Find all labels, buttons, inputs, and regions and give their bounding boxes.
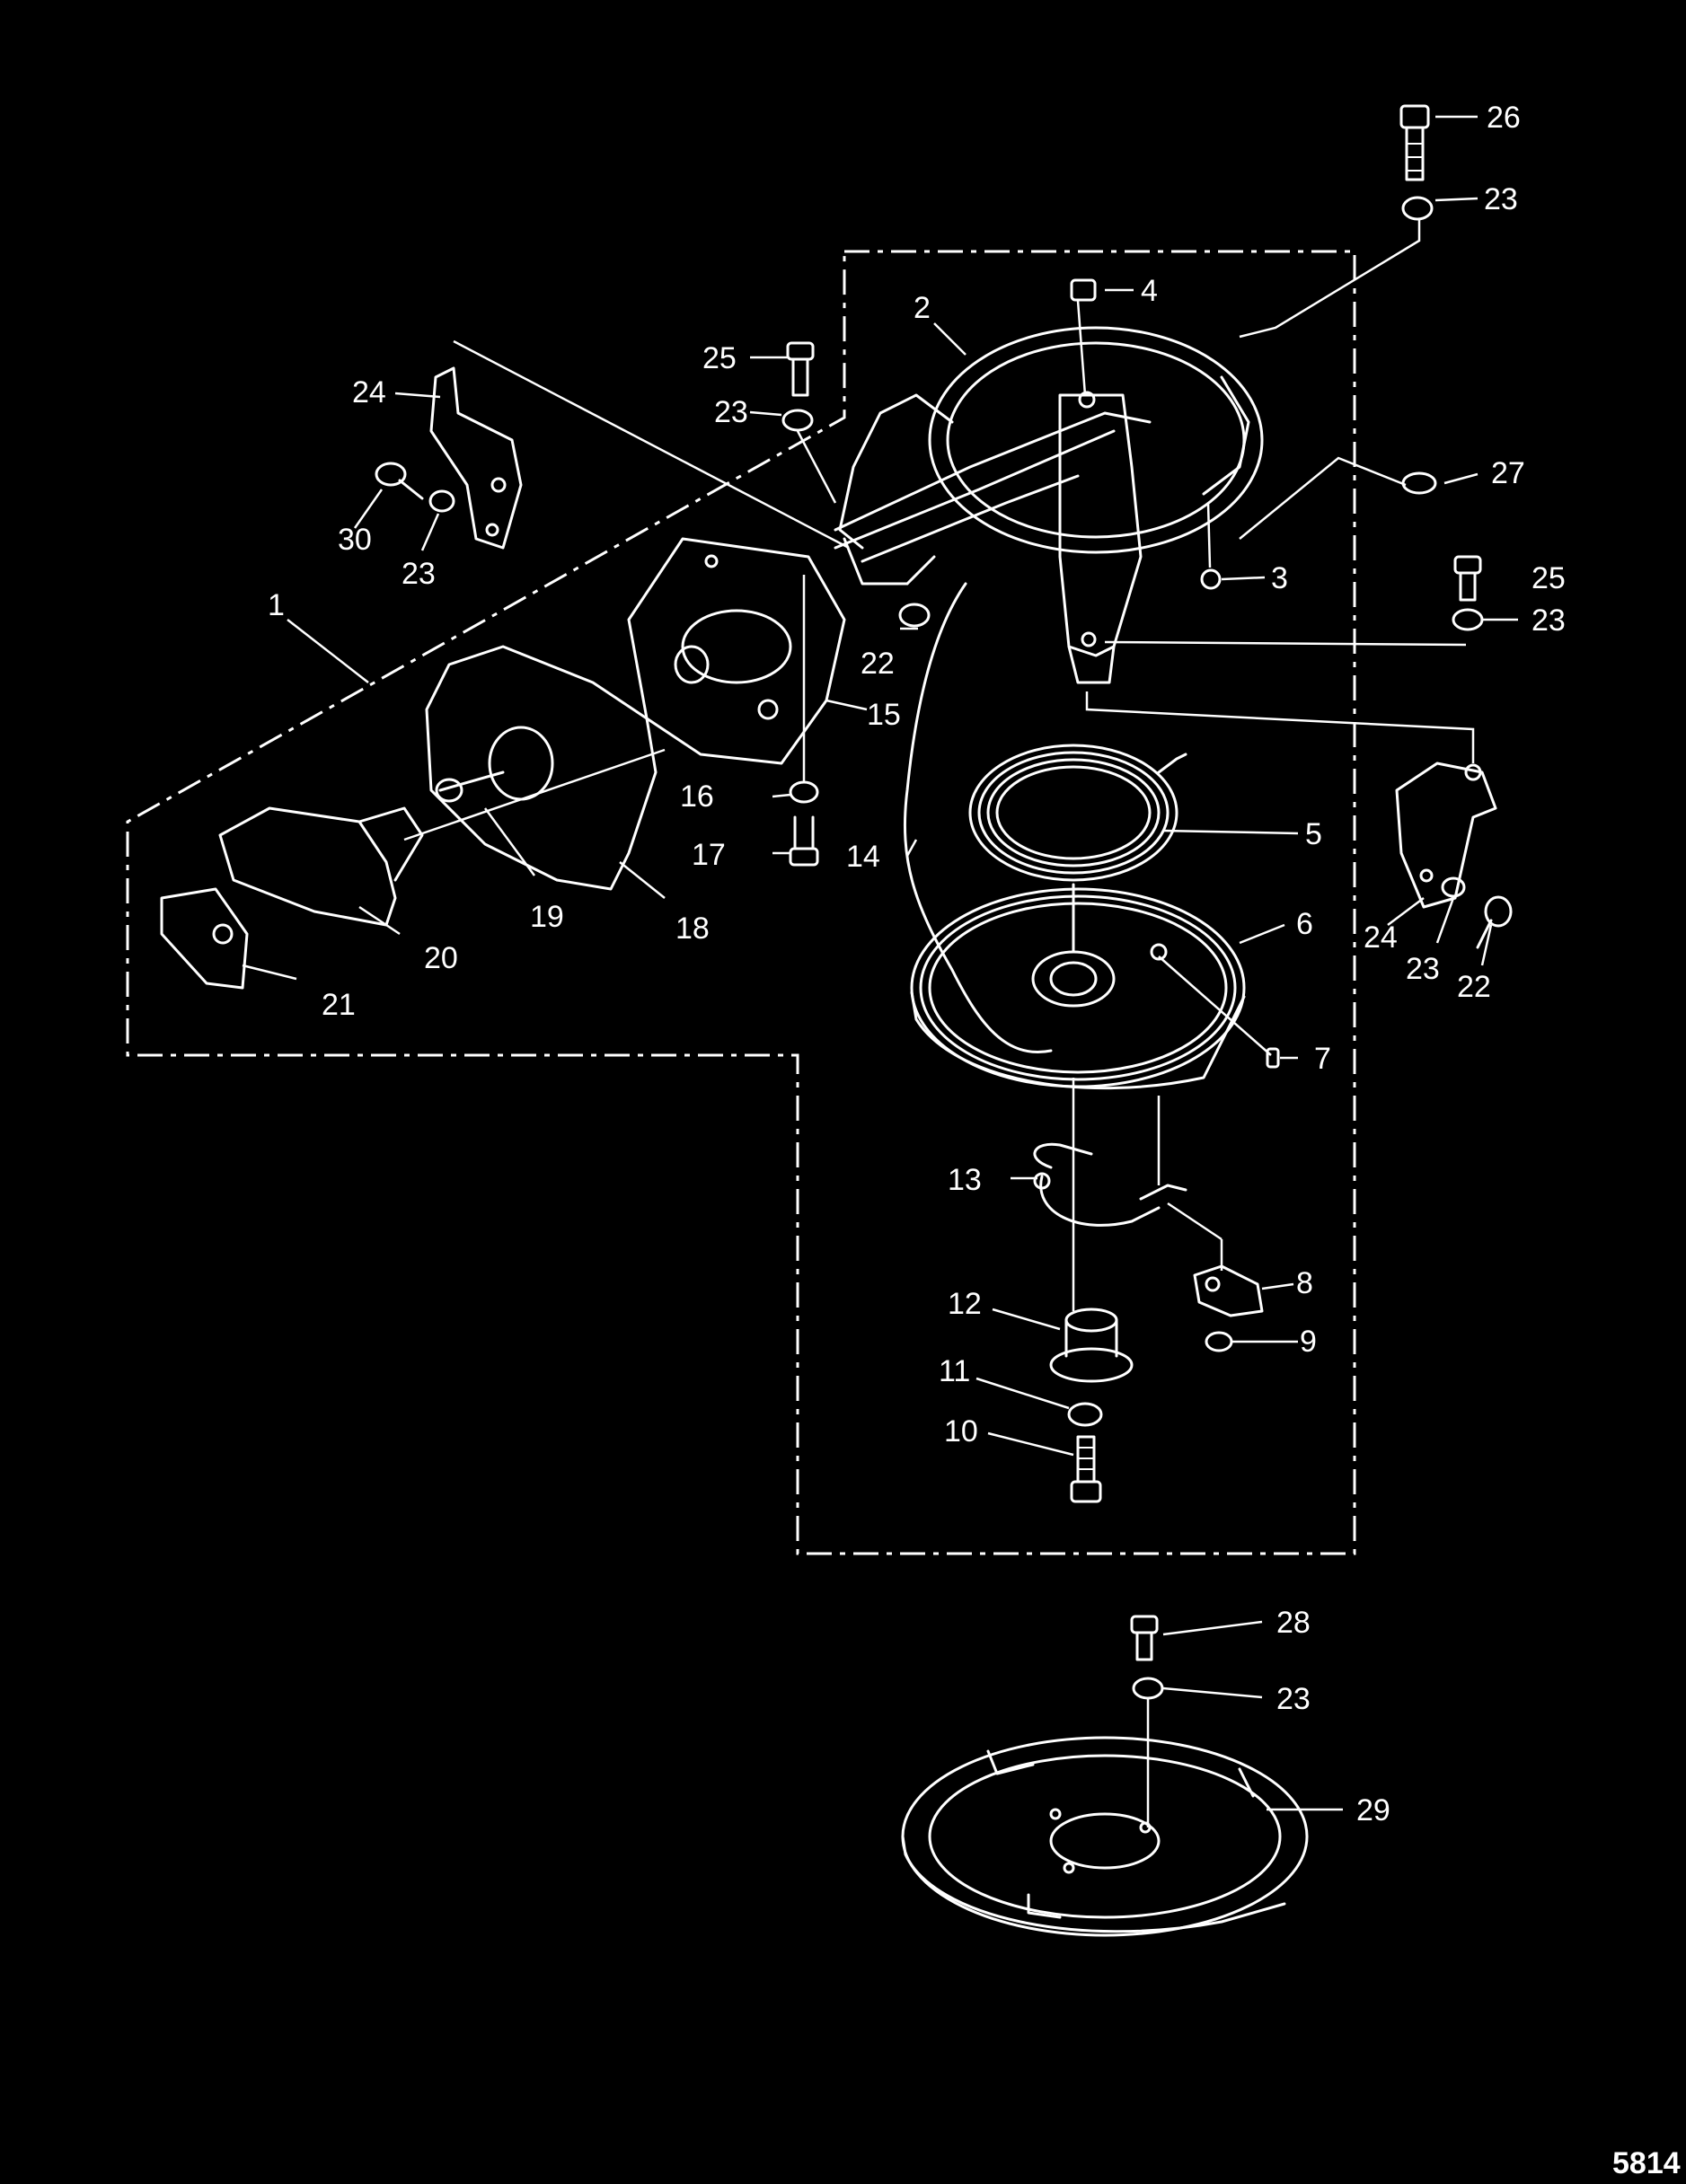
part-washer-23-bottom — [1132, 1677, 1164, 1700]
callout-5: 5 — [1305, 817, 1322, 851]
part-handle-plate-15 — [627, 537, 846, 765]
figure-number: 5814 — [1612, 2146, 1681, 2180]
part-washer-27 — [1401, 471, 1437, 495]
callout-22-left: 22 — [861, 647, 895, 681]
callout-25-right: 25 — [1532, 561, 1566, 595]
part-screw-22-right — [1476, 895, 1513, 949]
callout-29: 29 — [1356, 1793, 1390, 1827]
callout-23-left: 23 — [714, 395, 748, 429]
callout-labels: 1 2 3 4 5 6 7 8 9 10 11 12 13 14 15 16 1… — [268, 101, 1566, 1827]
part-spring-5 — [968, 744, 1187, 882]
callout-16: 16 — [680, 779, 714, 814]
callout-7: 7 — [1314, 1042, 1331, 1076]
callout-18: 18 — [675, 911, 710, 946]
part-starter-housing — [834, 326, 1264, 684]
callout-27: 27 — [1491, 456, 1525, 490]
part-rope-14 — [904, 582, 1053, 1053]
part-washer-23-top — [1401, 196, 1434, 221]
callout-20: 20 — [424, 941, 458, 975]
callout-9: 9 — [1300, 1325, 1317, 1359]
part-washer-23-bracket-right — [1441, 876, 1466, 898]
part-clip-13 — [1033, 1142, 1187, 1227]
callout-4: 4 — [1141, 274, 1158, 308]
callout-3: 3 — [1271, 561, 1288, 595]
callout-8: 8 — [1296, 1266, 1313, 1300]
callout-24-right: 24 — [1364, 920, 1398, 955]
part-plate-29 — [901, 1736, 1309, 1937]
part-bolt-17 — [789, 815, 819, 867]
part-bolt-28 — [1130, 1615, 1159, 1661]
callout-14: 14 — [846, 840, 880, 874]
part-handle-20 — [218, 806, 424, 927]
callout-23-bracket-right: 23 — [1406, 952, 1440, 986]
part-washer-16 — [789, 780, 819, 804]
callout-2: 2 — [914, 291, 931, 325]
callout-25-left: 25 — [702, 341, 737, 375]
callout-13: 13 — [948, 1163, 982, 1197]
callout-15: 15 — [867, 698, 901, 732]
part-bolt-26 — [1399, 104, 1430, 181]
callout-26: 26 — [1487, 101, 1521, 135]
callout-21: 21 — [322, 988, 356, 1022]
part-3 — [1200, 568, 1222, 590]
callout-10: 10 — [944, 1414, 978, 1449]
part-insert-21 — [160, 887, 249, 990]
callout-6: 6 — [1296, 907, 1313, 941]
callout-23-bracket: 23 — [402, 557, 436, 591]
callout-28: 28 — [1276, 1606, 1311, 1640]
assembly-boundary — [126, 250, 1356, 1555]
part-washer-22-left — [898, 603, 931, 628]
callout-22-right: 22 — [1457, 970, 1491, 1004]
leader-lines — [242, 115, 1518, 1827]
callout-11: 11 — [939, 1354, 970, 1388]
part-pulley-6 — [910, 883, 1246, 1090]
callout-12: 12 — [948, 1287, 982, 1321]
part-washer-11 — [1067, 1402, 1103, 1427]
part-bracket-24-left — [429, 366, 523, 550]
part-9 — [1205, 1331, 1233, 1352]
part-nut-4 — [1070, 278, 1097, 302]
part-washer-23-bracket — [428, 489, 455, 513]
callout-24-left: 24 — [352, 375, 386, 410]
callout-30: 30 — [338, 523, 372, 557]
part-bushing-12 — [1049, 1308, 1134, 1383]
part-pawl-8 — [1193, 1264, 1264, 1317]
part-washer-23-right — [1452, 608, 1484, 631]
callout-17: 17 — [692, 838, 726, 872]
part-handle-cover-18 — [425, 645, 658, 891]
part-pin-7 — [1266, 1047, 1280, 1069]
part-screw-30 — [375, 462, 424, 500]
callout-23-bottom: 23 — [1276, 1682, 1311, 1716]
part-washer-23-left — [781, 409, 814, 432]
callout-23-top: 23 — [1484, 182, 1518, 216]
callout-19: 19 — [530, 900, 564, 934]
part-bracket-24-right — [1395, 762, 1497, 909]
part-rope-19 — [435, 771, 505, 803]
part-bolt-25-left — [786, 341, 815, 397]
callout-1: 1 — [268, 588, 285, 622]
callout-23-right: 23 — [1532, 603, 1566, 638]
part-bolt-10 — [1070, 1435, 1102, 1503]
part-bolt-25-right — [1453, 555, 1482, 602]
